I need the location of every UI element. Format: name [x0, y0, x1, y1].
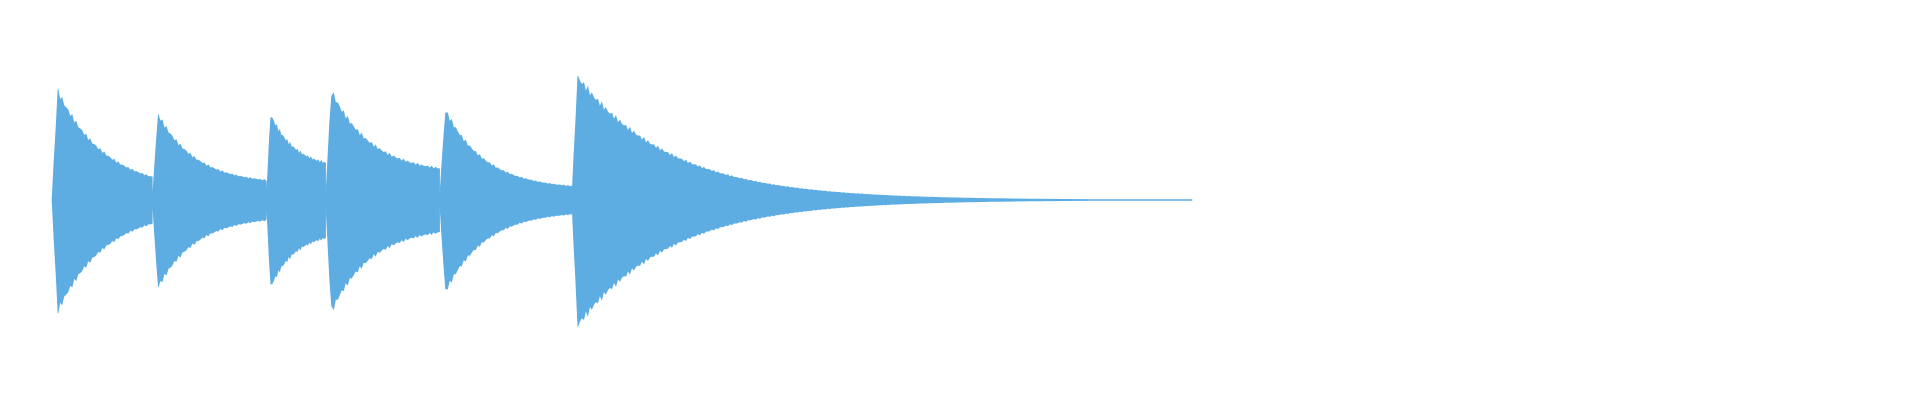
waveform-note-1: [51, 88, 153, 314]
waveform-note-2: [152, 114, 267, 288]
waveform-note-3: [265, 116, 326, 285]
waveform-notes: [51, 75, 1193, 327]
waveform-note-5: [439, 112, 573, 290]
waveform-note-6: [571, 75, 1193, 327]
waveform-note-4: [325, 92, 440, 311]
